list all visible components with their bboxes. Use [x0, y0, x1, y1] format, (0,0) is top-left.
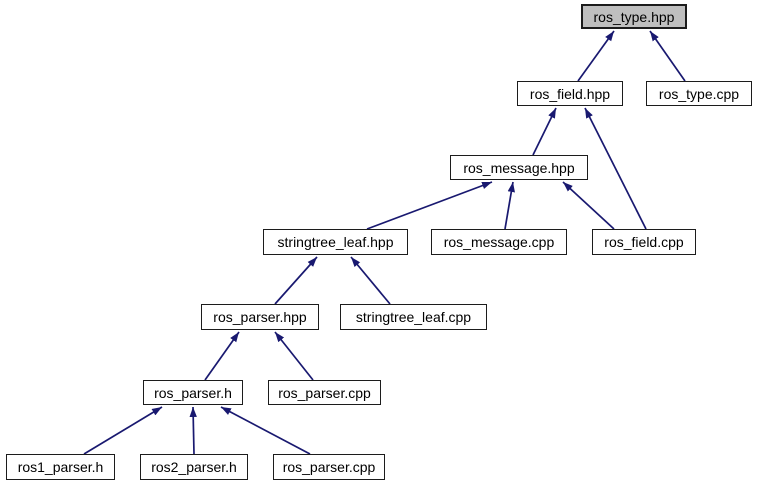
node-ros-parser-cpp-1[interactable]: ros_parser.cpp [268, 380, 381, 405]
edge-ros-parser-h-to-ros-parser-hpp [204, 331, 240, 381]
node-ros-parser-cpp-2[interactable]: ros_parser.cpp [273, 454, 385, 480]
node-ros-message-cpp[interactable]: ros_message.cpp [431, 229, 567, 255]
edge-ros-field-hpp-to-ros-type-hpp [577, 30, 615, 82]
edge-stringtree-leaf-cpp-to-stringtree-leaf-hpp [350, 256, 391, 305]
edge-ros1-parser-h-to-ros-parser-h [83, 406, 163, 455]
edge-ros-field-cpp-to-ros-field-hpp [584, 107, 647, 230]
node-ros2-parser-h[interactable]: ros2_parser.h [140, 454, 248, 480]
edge-ros-parser-cpp-2-to-ros-parser-h [220, 406, 311, 455]
node-ros-type-hpp: ros_type.hpp [581, 4, 687, 29]
node-stringtree-leaf-cpp[interactable]: stringtree_leaf.cpp [340, 304, 487, 330]
node-ros-field-cpp[interactable]: ros_field.cpp [592, 229, 696, 255]
node-ros-type-cpp[interactable]: ros_type.cpp [646, 81, 752, 106]
node-ros-message-hpp[interactable]: ros_message.hpp [450, 155, 588, 180]
edge-ros2-parser-h-to-ros-parser-h [189, 406, 197, 455]
node-ros-parser-h[interactable]: ros_parser.h [143, 380, 243, 405]
edge-ros-parser-hpp-to-stringtree-leaf-hpp [274, 256, 318, 305]
edge-ros-type-cpp-to-ros-type-hpp [649, 30, 686, 82]
node-ros-parser-hpp[interactable]: ros_parser.hpp [201, 304, 319, 330]
edge-ros-message-cpp-to-ros-message-hpp [504, 181, 515, 230]
edge-ros-message-hpp-to-ros-field-hpp [532, 107, 557, 156]
node-ros1-parser-h[interactable]: ros1_parser.h [6, 454, 115, 480]
edge-ros-field-cpp-to-ros-message-hpp [562, 181, 615, 230]
edge-ros-parser-cpp-1-to-ros-parser-hpp [274, 331, 314, 381]
node-stringtree-leaf-hpp[interactable]: stringtree_leaf.hpp [263, 229, 408, 255]
edge-stringtree-leaf-hpp-to-ros-message-hpp [366, 181, 493, 230]
node-ros-field-hpp[interactable]: ros_field.hpp [517, 81, 623, 106]
